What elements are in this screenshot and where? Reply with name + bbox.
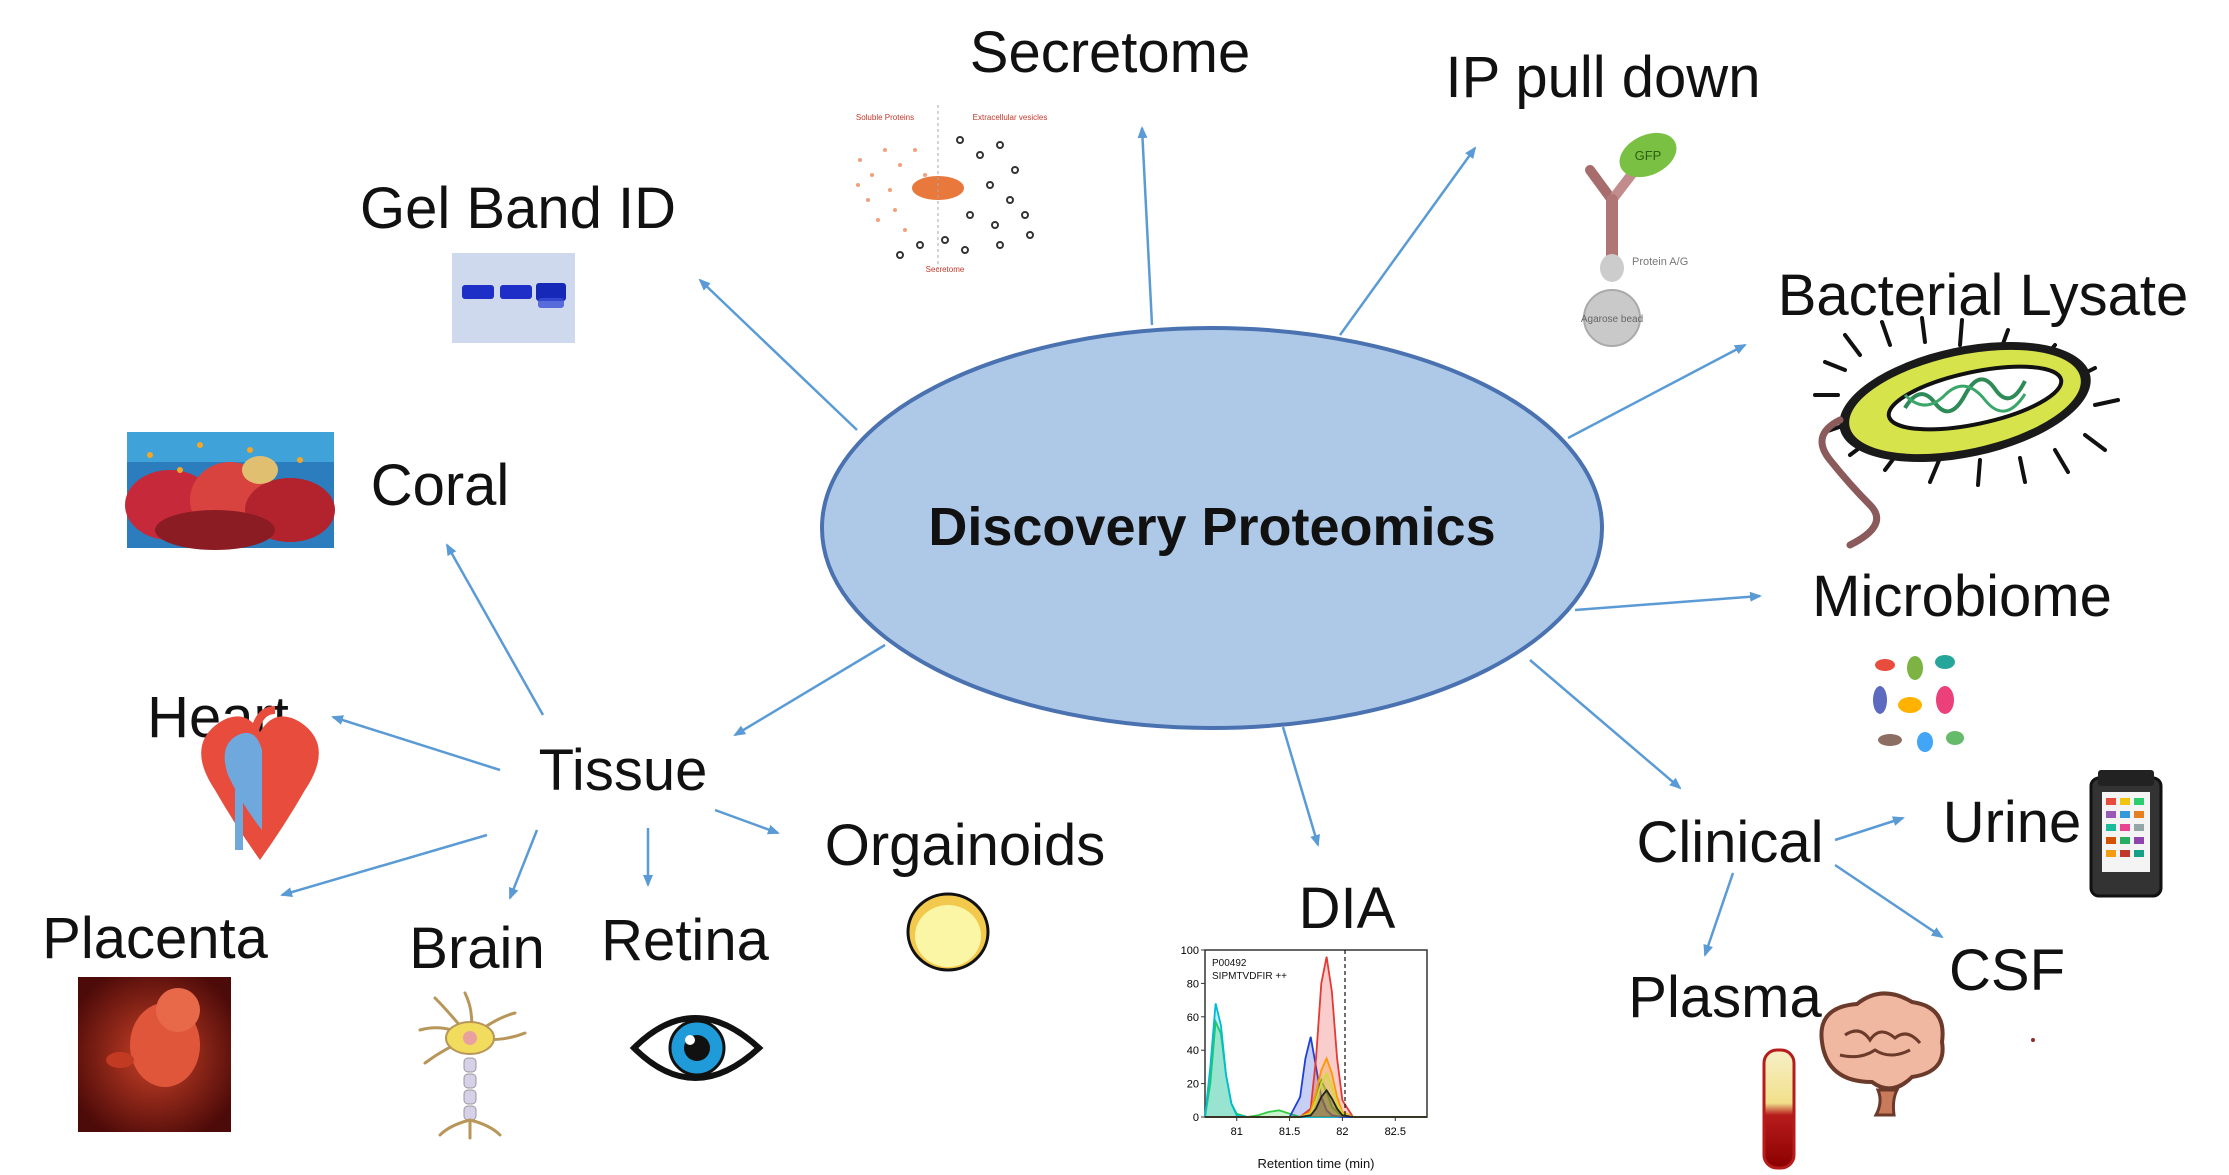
dia-peptide-seq: SIPMTVDFIR ++: [1212, 971, 1287, 982]
label-coral: Coral: [371, 453, 510, 518]
dia-series-line-3: [1205, 956, 1427, 1118]
arrow-to-clinical: [1529, 659, 1682, 790]
dia-series-area-4: [1205, 1058, 1427, 1117]
dia-y-tick-label: 100: [1181, 945, 1199, 957]
arrow-to-orgainoids: [714, 808, 780, 835]
arrow-to-gel-band-id: [698, 278, 858, 431]
urine-test-icon: [2089, 770, 2163, 898]
gfp-label: GFP: [1635, 148, 1662, 163]
brain-icon: [1819, 991, 1945, 1117]
dia-series-line-4: [1205, 1056, 1427, 1118]
dia-series-area-1: [1205, 1003, 1427, 1117]
dia-x-tick-label: 82: [1336, 1126, 1348, 1138]
protein-ag: [1600, 254, 1624, 282]
secretome-cell: [912, 176, 964, 200]
dia-x-tick-label: 82.5: [1385, 1126, 1406, 1138]
label-brain: Brain: [409, 916, 544, 981]
label-tissue: Tissue: [539, 738, 708, 803]
dia-x-ticks: 81 81.5 82 82.5: [1231, 1117, 1406, 1138]
dia-series-group: [1204, 956, 1427, 1119]
heart-icon: [201, 706, 319, 860]
label-secretome: Secretome: [970, 20, 1250, 85]
blood-tube-icon: [1762, 1048, 1796, 1170]
arrow-to-plasma: [1703, 872, 1735, 957]
eye-icon: [629, 1015, 764, 1081]
arrow-to-secretome: [1137, 126, 1154, 326]
secretome-right-title: Extracellular vesicles: [973, 113, 1048, 122]
dia-x-tick-label: 81: [1231, 1126, 1243, 1138]
arrow-to-coral: [445, 543, 545, 716]
arrow-to-placenta: [280, 833, 488, 897]
organoid-icon: [906, 892, 990, 972]
dia-series-area-3: [1205, 956, 1427, 1117]
neuron-icon: [418, 991, 527, 1140]
label-retina: Retina: [601, 908, 769, 973]
gfp-tag: [1619, 132, 1677, 178]
label-bacterial-lysate: Bacterial Lysate: [1778, 263, 2189, 328]
label-dia: DIA: [1299, 876, 1396, 941]
dia-y-ticks: 0 20 40 60 80 100: [1181, 945, 1205, 1124]
dia-x-tick-label: 81.5: [1279, 1126, 1300, 1138]
arrow-to-brain: [508, 829, 539, 900]
connector-arrows: [280, 126, 1944, 957]
dia-x-label: Retention time (min): [1257, 1156, 1374, 1171]
ip-pull-down-figure: GFP Protein A/G Agarose bead: [1581, 132, 1688, 347]
protein-ag-label: Protein A/G: [1632, 256, 1688, 268]
arrow-to-bacterial-lysate: [1567, 343, 1747, 440]
arrow-to-ip-pull-down: [1338, 146, 1477, 336]
secretome-figure: Soluble Proteins Extracellular vesicles …: [842, 100, 1052, 285]
dia-peptide-id: P00492: [1212, 958, 1247, 969]
dia-y-tick-label: 40: [1187, 1045, 1199, 1057]
dia-y-tick-label: 0: [1193, 1112, 1199, 1124]
dia-series-area-2: [1205, 1036, 1427, 1117]
secretome-bottom-title: Secretome: [926, 265, 965, 274]
dia-series-line-5: [1205, 1071, 1427, 1118]
label-microbiome: Microbiome: [1812, 564, 2112, 629]
center-ellipse: [820, 326, 1604, 730]
center-node: Discovery Proteomics: [820, 326, 1604, 730]
bacterium-icon: [1813, 316, 2120, 549]
secretome-left-title: Soluble Proteins: [856, 113, 914, 122]
center-label: Discovery Proteomics: [928, 497, 1495, 557]
label-ip-pull-down: IP pull down: [1446, 45, 1761, 110]
arrow-to-dia: [1281, 726, 1320, 847]
gel-band-image: [452, 253, 575, 343]
secretome-dots: [856, 148, 927, 232]
agarose-bead-label: Agarose bead: [1581, 314, 1643, 325]
arrow-to-microbiome: [1574, 591, 1762, 612]
label-gel-band-id: Gel Band ID: [360, 176, 676, 241]
arrow-to-urine: [1834, 816, 1905, 842]
dia-y-tick-label: 80: [1187, 978, 1199, 990]
antibody-left-arm: [1585, 165, 1617, 205]
label-urine: Urine: [1943, 790, 2082, 855]
placenta-image: [78, 977, 231, 1132]
label-orgainoids: Orgainoids: [825, 813, 1105, 878]
label-placenta: Placenta: [42, 906, 268, 971]
arrow-to-tissue: [733, 643, 886, 737]
dia-y-tick-label: 60: [1187, 1012, 1199, 1024]
coral-image: [125, 432, 335, 550]
csf-speck: [2031, 1038, 2035, 1042]
node-labels: Secretome IP pull down Gel Band ID Bacte…: [42, 20, 2188, 1030]
arrow-to-heart: [331, 715, 501, 772]
dia-series-area-6: [1205, 1090, 1427, 1117]
label-csf: CSF: [1949, 938, 2065, 1003]
secretome-vesicles: [896, 136, 1034, 259]
dia-y-tick-label: 20: [1187, 1079, 1199, 1091]
microbiome-image: [1860, 640, 1968, 765]
dia-series-line-1: [1204, 1003, 1427, 1118]
label-plasma: Plasma: [1628, 965, 1822, 1030]
dia-chart: P00492 SIPMTVDFIR ++ 0 20 40 60 80 100 81 81.5…: [1165, 945, 1435, 1171]
arrow-to-csf: [1834, 863, 1944, 939]
agarose-bead: [1583, 289, 1641, 347]
label-clinical: Clinical: [1637, 810, 1824, 875]
dia-series-line-6: [1205, 1088, 1427, 1118]
